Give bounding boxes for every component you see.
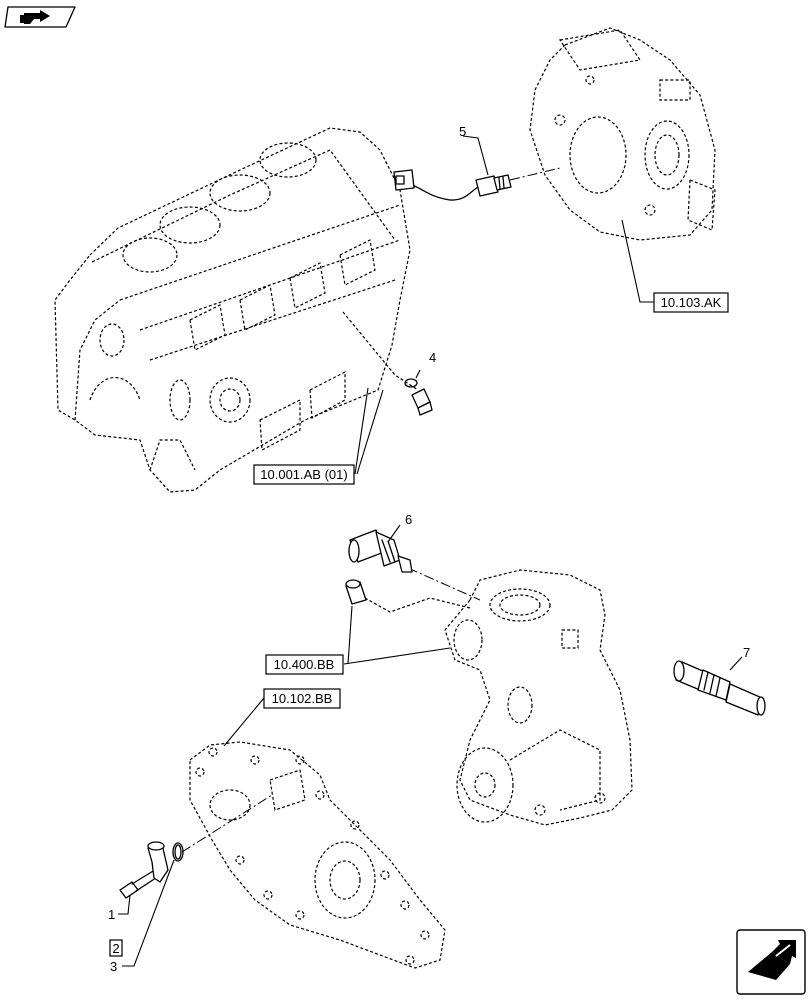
callout-4: 4 xyxy=(429,350,436,365)
callout-5: 5 xyxy=(459,124,466,139)
engine-block-drawing xyxy=(54,127,411,493)
cap-plug xyxy=(345,579,367,605)
ref-engine-block[interactable]: 10.001.AB (01) xyxy=(253,464,355,485)
leader-lines xyxy=(118,135,743,967)
callout-7: 7 xyxy=(743,645,750,660)
water-pump-drawing xyxy=(444,569,633,826)
ref-timing-cover[interactable]: 10.102.BB xyxy=(263,688,341,709)
callout-2: 2 xyxy=(112,941,119,956)
sender-item-7[interactable] xyxy=(673,660,766,716)
ref-flywheel-housing[interactable]: 10.103.AK xyxy=(653,292,729,313)
plug-axis-line xyxy=(364,597,471,613)
timing-cover-drawing xyxy=(189,741,446,969)
callout-6: 6 xyxy=(405,512,412,527)
callout-3: 3 xyxy=(110,959,117,974)
svg-text:10.001.AB (01): 10.001.AB (01) xyxy=(260,467,347,482)
view-direction-icon[interactable] xyxy=(4,6,76,28)
o-ring-item-3[interactable] xyxy=(172,842,184,862)
temperature-sender-item-6[interactable] xyxy=(348,529,413,573)
ref-water-pump[interactable]: 10.400.BB xyxy=(265,654,344,675)
plug-item-4[interactable] xyxy=(342,311,433,416)
item-1-axis-line xyxy=(181,794,273,853)
callout-1: 1 xyxy=(108,907,115,922)
svg-text:10.400.BB: 10.400.BB xyxy=(274,657,335,672)
svg-text:10.103.AK: 10.103.AK xyxy=(661,295,722,310)
sensor-item-2[interactable] xyxy=(147,841,169,883)
navigation-arrow-icon[interactable] xyxy=(736,929,806,995)
speed-sensor-item-5[interactable] xyxy=(393,167,561,201)
flywheel-housing-drawing xyxy=(529,27,716,241)
callout-2-box: 2 xyxy=(109,939,123,957)
item-6-axis-line xyxy=(407,567,481,601)
svg-text:10.102.BB: 10.102.BB xyxy=(272,691,333,706)
